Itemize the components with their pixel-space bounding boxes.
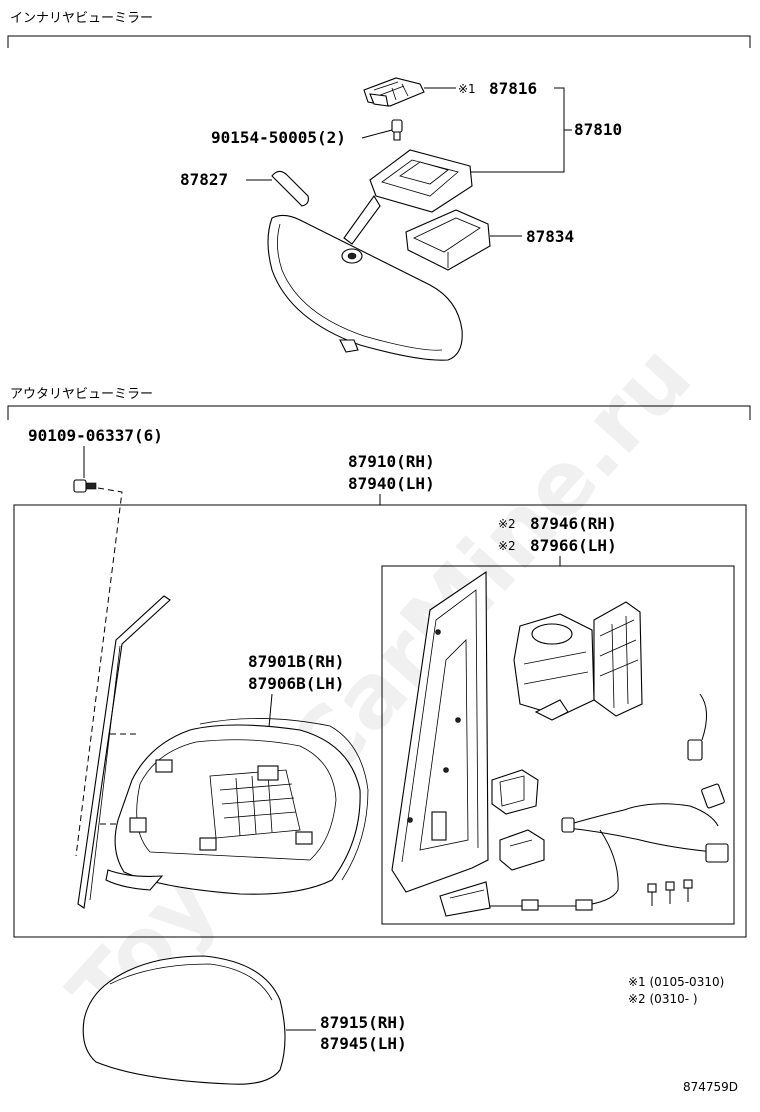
part-87945-label: 87945(LH) [320,1034,407,1053]
screw-90109-drawing [73,479,97,493]
exterior-section-title: アウタリヤビューミラー [10,387,153,402]
part-87915-label: 87915(RH) [320,1013,407,1032]
outer-assembly-box [13,504,747,938]
part-87834-label: 87834 [526,227,574,246]
screw-90154-drawing [391,119,403,141]
note-2: ※2 (0310- ) [628,992,698,1006]
part-87901b-label: 87901B(RH) [248,652,344,671]
figure-id: 874759D [683,1080,738,1094]
part-87816-label: 87816 [489,79,537,98]
connector-block-2-drawing [499,829,545,871]
screws-set-drawing [647,879,693,906]
part-87966-mark: ※2 [498,539,516,553]
part-90109-label: 90109-06337(6) [28,426,163,445]
part-87827-cover-drawing [271,170,309,207]
wire-harness-drawing [439,783,729,917]
part-87834-cover-drawing [405,209,491,271]
connector-block-1-drawing [491,769,539,815]
part-87940-label: 87940(LH) [348,474,435,493]
connector-pigtail-drawing [687,693,707,761]
interior-mirror-drawing [267,214,463,361]
part-87816-mark: ※1 [458,82,476,96]
part-87906b-label: 87906B(LH) [248,674,344,693]
part-90154-label: 90154-50005(2) [211,128,346,147]
leader-90154 [361,129,393,139]
part-87816-clip-drawing [363,77,425,107]
mirror-base-drawing [391,570,489,893]
mirror-cover-drawing [82,955,286,1085]
interior-section-title: インナリヤビューミラー [10,11,153,26]
part-87827-label: 87827 [180,170,228,189]
mirror-stay-drawing [343,149,473,245]
leader-87810-bracket [470,87,565,173]
part-87946-label: 87946(RH) [530,514,617,533]
note-1: ※1 (0105-0310) [628,975,724,989]
interior-section-bracket [7,35,751,48]
part-87966-label: 87966(LH) [530,536,617,555]
mirror-glass-drawing [77,595,171,909]
inner-assembly-box [381,565,735,925]
mirror-housing-drawing [105,718,369,895]
part-87946-mark: ※2 [498,517,516,531]
part-87910-label: 87910(RH) [348,452,435,471]
part-87810-label: 87810 [574,120,622,139]
exterior-section-bracket [7,405,751,420]
screw-90109-dash-line [75,487,123,857]
mirror-motor-drawing [513,601,643,721]
